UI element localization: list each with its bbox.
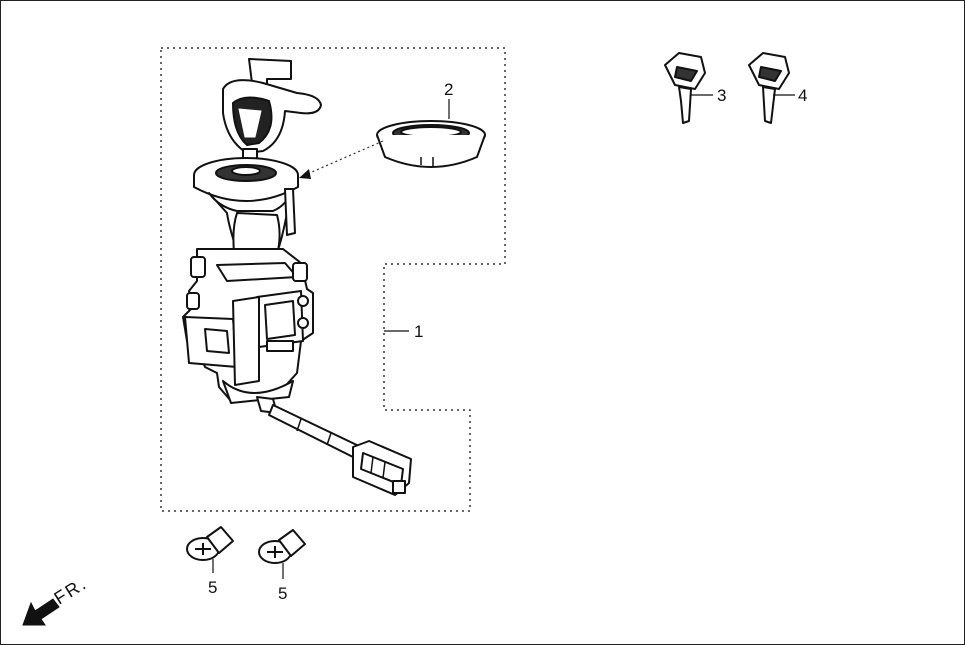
key-a xyxy=(664,52,706,124)
leader-lines xyxy=(212,94,795,579)
callout-5-left: 5 xyxy=(208,578,217,597)
key-b xyxy=(748,52,790,124)
screw-left xyxy=(186,526,234,561)
ring-leader-dotted xyxy=(304,140,384,176)
callout-1: 1 xyxy=(414,322,423,341)
ignition-switch-assembly xyxy=(182,58,412,496)
key-cover-ring xyxy=(376,120,486,168)
assembly-boundary xyxy=(160,47,506,512)
callout-3: 3 xyxy=(717,86,726,105)
front-direction-indicator: FR. xyxy=(22,573,91,626)
front-arrow-icon xyxy=(22,598,60,626)
ring-leader-arrowhead xyxy=(299,169,311,179)
screw-right xyxy=(258,529,306,564)
callout-2: 2 xyxy=(444,80,453,99)
callout-4: 4 xyxy=(798,86,807,105)
callout-5-right: 5 xyxy=(278,584,287,603)
